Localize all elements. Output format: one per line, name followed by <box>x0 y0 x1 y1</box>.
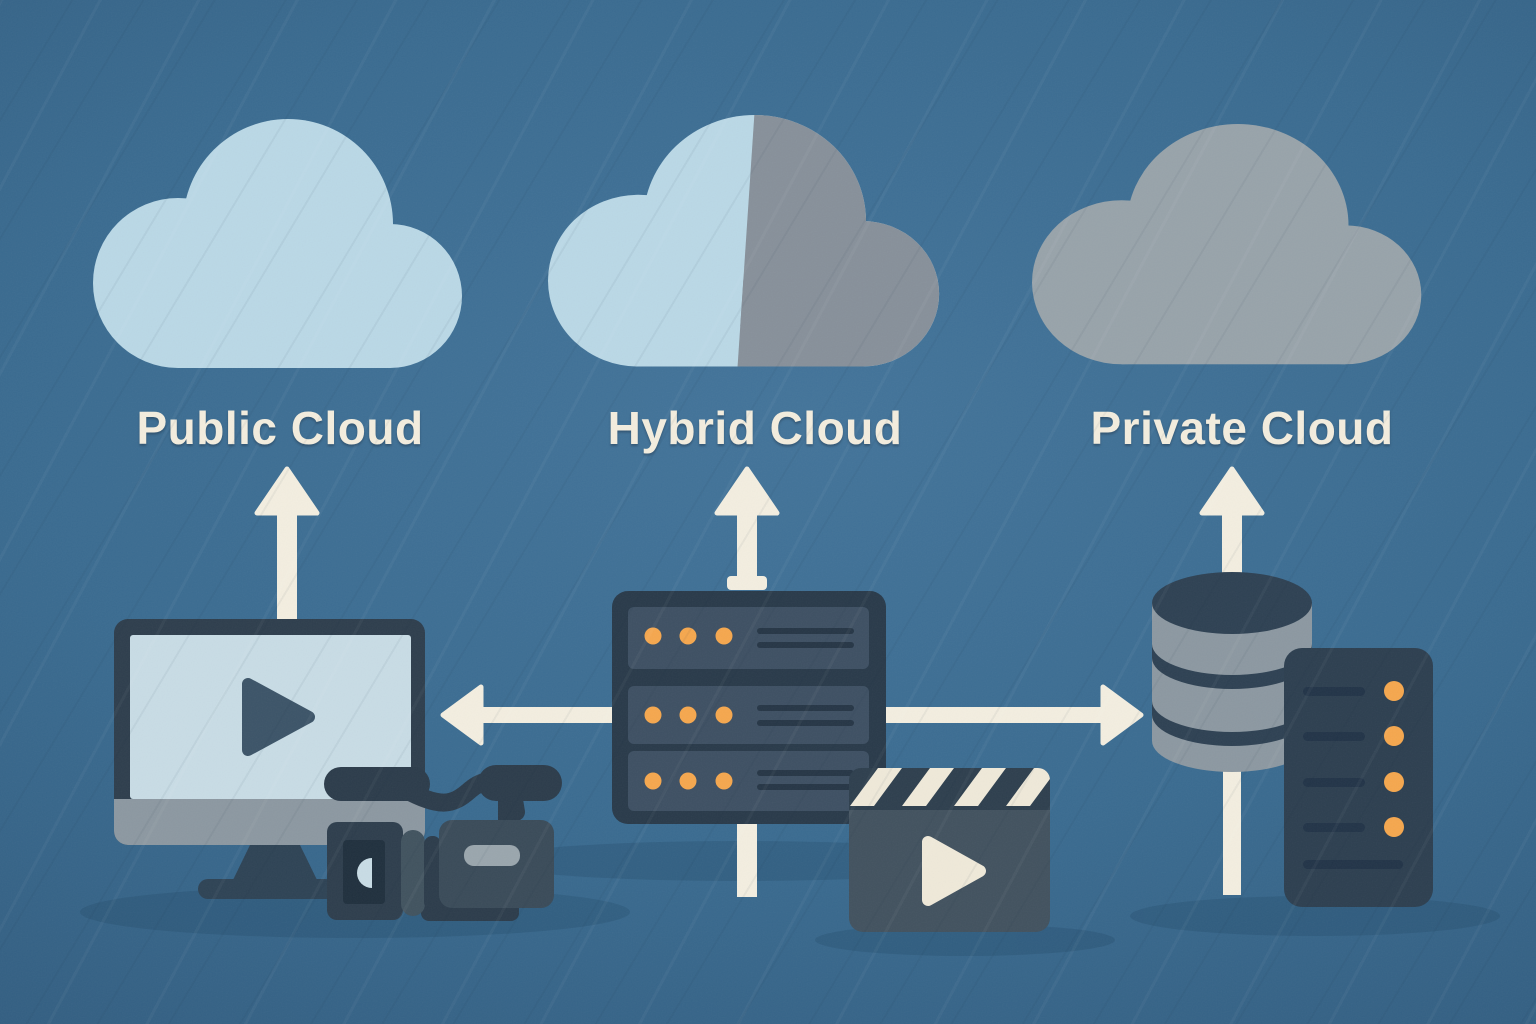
illustration-canvas: Public Cloud Hybrid Cloud Private Cloud <box>0 0 1536 1024</box>
cloud-diagram: Public Cloud Hybrid Cloud Private Cloud <box>0 0 1536 1024</box>
grain-texture <box>0 0 1536 1024</box>
